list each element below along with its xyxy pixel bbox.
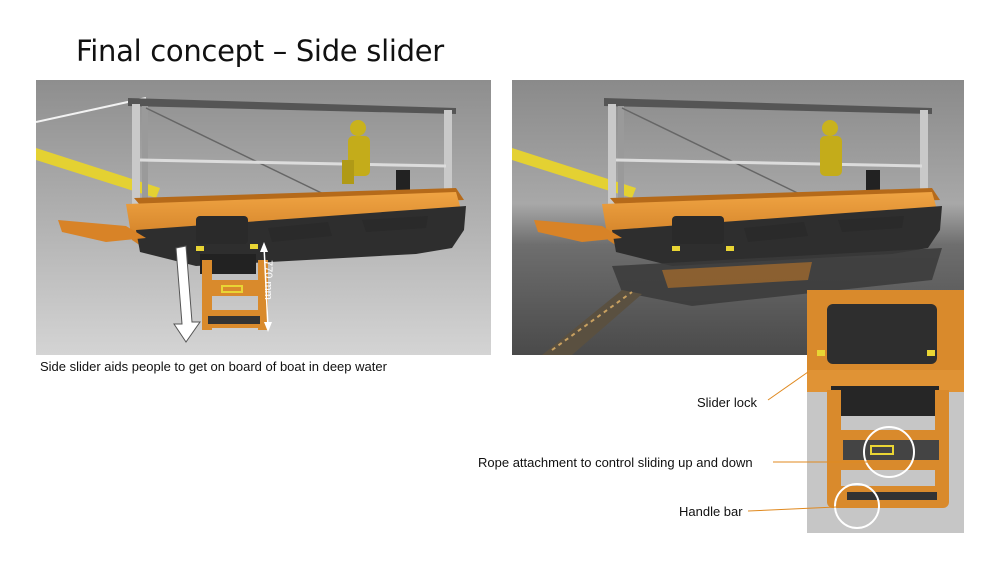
callout-slider-lock: Slider lock xyxy=(697,395,757,410)
dimension-label: 770 mm xyxy=(262,260,274,300)
slider-detail-render xyxy=(807,290,964,533)
render-caption: Side slider aids people to get on board … xyxy=(40,359,387,374)
page-title: Final concept – Side slider xyxy=(76,34,444,68)
callout-rope-attachment: Rope attachment to control sliding up an… xyxy=(478,455,753,470)
boat-render-left: 770 mm xyxy=(36,80,491,355)
callout-handle-bar: Handle bar xyxy=(679,504,743,519)
